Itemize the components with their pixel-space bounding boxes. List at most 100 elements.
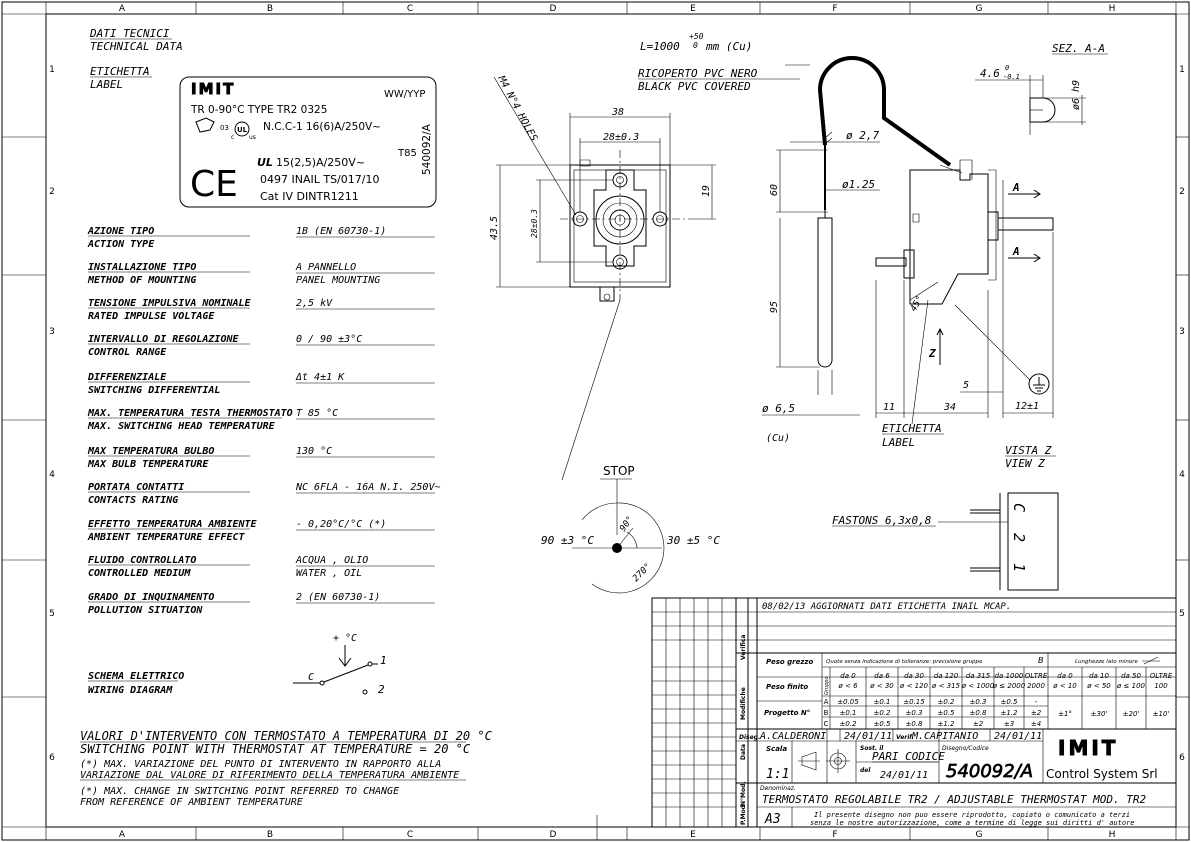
- col-label: A: [119, 830, 126, 840]
- tolerance-cell: ±0.5: [938, 709, 956, 717]
- spec-label-it: PORTATA CONTATTI: [88, 482, 184, 493]
- row-label: 3: [49, 327, 55, 337]
- fastons-note: FASTONS 6,3x0,8: [832, 514, 932, 527]
- tolerance-col-header: ø < 6: [837, 682, 858, 690]
- spec-label-it: INSTALLAZIONE TIPO: [88, 262, 196, 273]
- angle-symbol-icon: [1142, 656, 1160, 665]
- tolerance-note: Quote senza indicazione di tolleranze: p…: [826, 659, 983, 665]
- angle-tolerance-cell: ±30': [1091, 710, 1108, 718]
- dim-dia-1-25: ø1.25: [842, 178, 875, 191]
- checker-date: 24/01/11: [994, 731, 1042, 742]
- view-z-terminal-2: 2: [1010, 533, 1028, 542]
- note-line: (*) MAX. VARIAZIONE DEL PUNTO DI INTERVE…: [80, 759, 441, 770]
- product-label: IMIT WW/YYP TR 0-90°C TYPE TR2 0325 03 U…: [179, 76, 437, 208]
- holes-note: M4 N°4 HOLES: [495, 73, 539, 143]
- tolerance-col-header: ø < 120: [899, 682, 929, 690]
- spec-value-2: PANEL MOUNTING: [296, 275, 380, 286]
- spec-label-en: CONTACTS RATING: [88, 495, 178, 506]
- progetto-label: Progetto N°: [764, 709, 810, 717]
- label-inail-line: 0497 INAIL TS/017/10: [260, 173, 379, 186]
- dial-diagram: STOP 90 ±3 °C 30 ±5 °C 90° 270°: [541, 464, 720, 594]
- note-line: VALORI D'INTERVENTO CON TERMOSTATO A TEM…: [80, 729, 493, 743]
- spec-label-en: CONTROLLED MEDIUM: [88, 568, 191, 579]
- section-dim-tol-low: -0.1: [1003, 73, 1020, 81]
- spec-label-it: GRADO DI INQUINAMENTO: [88, 592, 214, 603]
- col-label: H: [1109, 830, 1116, 840]
- section-a-marker-bottom: A: [1012, 245, 1020, 258]
- spec-value: 130 °C: [296, 446, 332, 457]
- tolerance-cell: ±0.2: [874, 709, 892, 717]
- angle-col-header: ø ≤ 100: [1116, 682, 1146, 690]
- angle-tolerance-cell: ±1°: [1058, 710, 1072, 718]
- tolerance-group-letter: A: [824, 698, 829, 706]
- spec-label-en: CONTROL RANGE: [88, 347, 167, 358]
- spec-value: 0 / 90 ±3°C: [296, 334, 362, 345]
- ul-us-mark: us: [249, 134, 256, 141]
- view-z-terminal-1: 1: [1010, 563, 1028, 572]
- tolerance-group: B: [1038, 656, 1044, 665]
- spec-value: T 85 °C: [296, 408, 338, 419]
- spec-label-en: SWITCHING DIFFERENTIAL: [88, 385, 220, 396]
- wiring-terminal-1: 1: [380, 654, 387, 667]
- company-logo: IMIT: [1058, 736, 1118, 760]
- tolerance-cell: -: [1035, 698, 1038, 706]
- spec-label-en: ACTION TYPE: [87, 239, 155, 250]
- capillary-length: L=1000: [640, 40, 680, 53]
- tolerance-cell: ±2: [1031, 709, 1042, 717]
- tolerance-col-header: OLTRE: [1025, 672, 1048, 680]
- spec-label-it: FLUIDO CONTROLLATO: [88, 555, 196, 566]
- section-dim-4-6: 4.6: [980, 67, 1000, 80]
- scale-value: 1:1: [766, 767, 789, 782]
- row-label: 4: [1179, 470, 1185, 480]
- ul-c-mark: c: [231, 134, 234, 141]
- side-label-it: ETICHETTA: [882, 422, 942, 435]
- wiring-terminal-2: 2: [378, 683, 385, 696]
- spec-label-it: INTERVALLO DI REGOLAZIONE: [88, 334, 239, 345]
- view-z-terminal-c: C: [1010, 503, 1028, 512]
- spec-label-en: MAX. SWITCHING HEAD TEMPERATURE: [87, 421, 276, 432]
- pmod-label: P.Mod: [740, 805, 747, 825]
- col-label: C: [407, 830, 413, 840]
- section-dim-tol-up: 0: [1005, 64, 1009, 72]
- denominazione-label: Denominaz.: [760, 785, 796, 792]
- note-line: VARIAZIONE DAL VALORE DI RIFERIMENTO DEL…: [80, 770, 459, 781]
- col-label: D: [550, 830, 557, 840]
- angle-col-header: da 50: [1121, 672, 1141, 680]
- label-part-number: 540092/A: [421, 123, 433, 175]
- svg-text:UL: UL: [257, 156, 273, 169]
- tolerance-col-header: ø ≤ 2000: [992, 682, 1026, 690]
- view-z-marker: Z: [928, 347, 936, 360]
- designer-date: 24/01/11: [844, 731, 892, 742]
- heading-dati-it: DATI TECNICI: [89, 27, 170, 40]
- label-cat-line: Cat IV DINTR1211: [260, 190, 359, 203]
- spec-value: NC 6FLA - 16A N.I. 250V~: [295, 482, 441, 493]
- spec-value: Δt 4±1 K: [295, 372, 345, 383]
- row-label: 2: [49, 187, 55, 197]
- spec-label-it: AZIONE TIPO: [87, 226, 154, 237]
- label-ncc-line: N.C.C-1 16(6)A/250V~: [263, 121, 381, 133]
- wiring-heading-en: WIRING DIAGRAM: [88, 685, 173, 696]
- checker-name: M.CAPITANIO: [911, 731, 978, 742]
- ul-recognized-icon: UL c us: [231, 121, 256, 141]
- dim-60: 60: [769, 184, 780, 196]
- dim-43-5: 43.5: [489, 216, 500, 240]
- angle-col-header: ø < 50: [1086, 682, 1111, 690]
- pari-codice: PARI CODICE: [872, 750, 945, 763]
- spec-label-it: EFFETTO TEMPERATURA AMBIENTE: [88, 519, 258, 530]
- designer-name: A.CALDERONI: [759, 731, 826, 742]
- spec-value: 2 (EN 60730-1): [296, 592, 380, 603]
- dim-28-side: 28±0.3: [530, 209, 539, 238]
- row-label: 6: [49, 753, 55, 763]
- view-z-it: VISTA Z: [1005, 444, 1052, 457]
- spec-value: - 0,20°C/°C (*): [296, 519, 386, 530]
- tolerance-cell: ±0.5: [874, 720, 892, 728]
- diseg-label: Diseg.: [739, 734, 760, 741]
- ce-mark-icon: CE: [190, 164, 238, 205]
- col-label: F: [832, 830, 837, 840]
- header-section: DATI TECNICI TECHNICAL DATA ETICHETTA LA…: [89, 27, 183, 91]
- dim-12: 12±1: [1015, 401, 1039, 412]
- verif-label: Verif.: [896, 734, 914, 741]
- row-label: 3: [1179, 327, 1185, 337]
- disegno-label: Disegno/Codice: [942, 745, 989, 752]
